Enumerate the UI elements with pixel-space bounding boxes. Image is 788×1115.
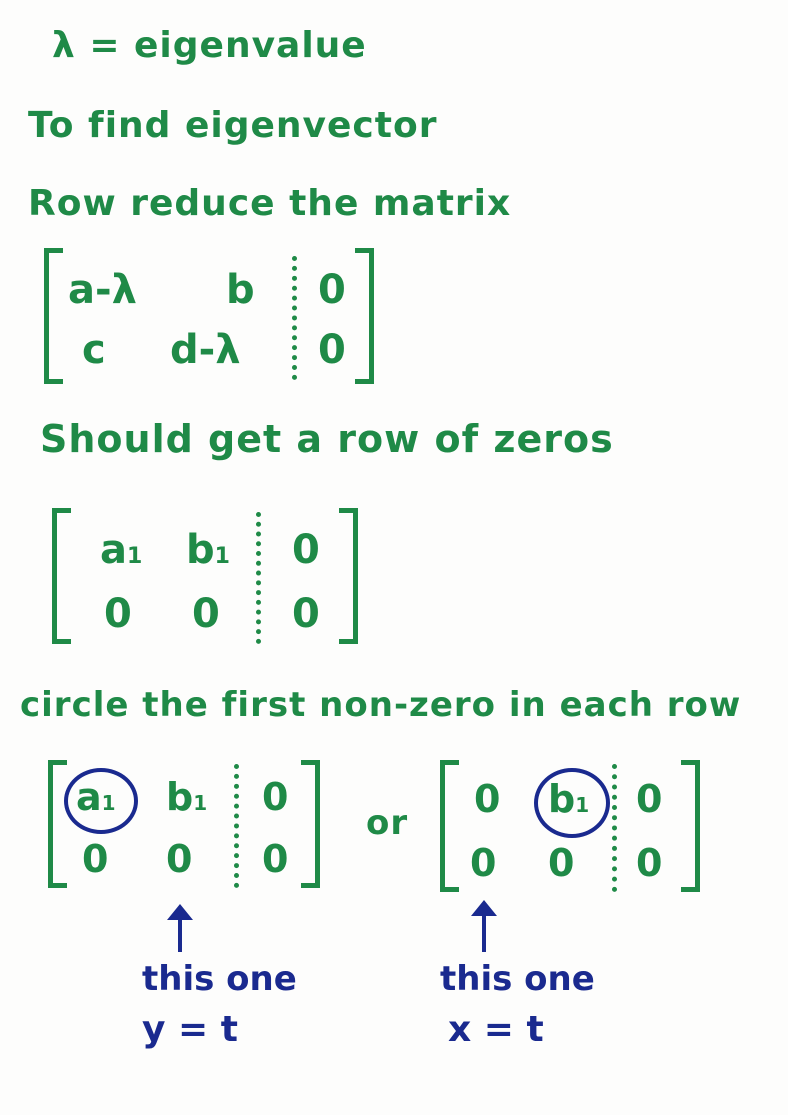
arrow-up-icon xyxy=(471,900,497,952)
matrix-cell: 0 xyxy=(262,837,289,881)
matrix-cell: 0 xyxy=(318,267,346,313)
matrix-cell: b1 xyxy=(166,775,208,819)
line-row-reduce: Row reduce the matrix xyxy=(28,183,512,224)
augment-divider xyxy=(256,512,261,644)
matrix-cell: a1 xyxy=(76,775,116,819)
matrix-cell: 0 xyxy=(470,841,497,885)
right-bracket xyxy=(681,760,700,892)
matrix-cell: 0 xyxy=(548,841,575,885)
matrix-cell: 0 xyxy=(318,327,346,373)
matrix-cell: b1 xyxy=(186,527,230,573)
line-circle-first: circle the first non-zero in each row xyxy=(20,685,742,725)
matrix-cell: 0 xyxy=(192,591,220,637)
augment-divider xyxy=(292,256,297,380)
matrix-cell: 0 xyxy=(166,837,193,881)
pivot-circle xyxy=(534,768,610,838)
matrix-reduced: a1 b1 0 0 0 0 xyxy=(52,508,358,644)
matrix-cell: 0 xyxy=(636,777,663,821)
line-eigenvalue: λ = eigenvalue xyxy=(52,25,367,66)
matrix-cell: d-λ xyxy=(170,327,241,373)
or-text: or xyxy=(366,803,409,843)
left-bracket xyxy=(48,760,67,888)
line-find-eigenvector: To find eigenvector xyxy=(28,105,438,146)
right-bracket xyxy=(355,248,374,384)
right-bracket xyxy=(301,760,320,888)
matrix-cell: c xyxy=(82,327,106,373)
matrix-cell: b1 xyxy=(548,777,590,821)
left-bracket xyxy=(44,248,63,384)
right-bracket xyxy=(339,508,358,644)
matrix-cell: b xyxy=(226,267,255,313)
matrix-cell: a1 xyxy=(100,527,143,573)
matrix-option-a: a1 b1 0 0 0 0 xyxy=(48,760,320,888)
annotation-left-eq: y = t xyxy=(142,1009,238,1050)
matrix-cell: 0 xyxy=(636,841,663,885)
matrix-cell: 0 xyxy=(262,775,289,819)
augment-divider xyxy=(234,764,239,888)
matrix-lambda: a-λ b 0 c d-λ 0 xyxy=(44,248,374,384)
matrix-option-b: 0 b1 0 0 0 0 xyxy=(440,760,700,892)
matrix-cell: 0 xyxy=(104,591,132,637)
pivot-circle xyxy=(64,768,138,834)
left-bracket xyxy=(440,760,459,892)
matrix-cell: a-λ xyxy=(68,267,137,313)
line-row-of-zeros: Should get a row of zeros xyxy=(40,417,614,461)
arrow-up-icon xyxy=(167,904,193,952)
matrix-cell: 0 xyxy=(292,591,320,637)
augment-divider xyxy=(612,764,617,892)
matrix-cell: 0 xyxy=(82,837,109,881)
annotation-right-label: this one xyxy=(440,959,595,999)
annotation-left-label: this one xyxy=(142,959,297,999)
left-bracket xyxy=(52,508,71,644)
annotation-right-eq: x = t xyxy=(448,1009,544,1050)
matrix-cell: 0 xyxy=(474,777,501,821)
matrix-cell: 0 xyxy=(292,527,320,573)
